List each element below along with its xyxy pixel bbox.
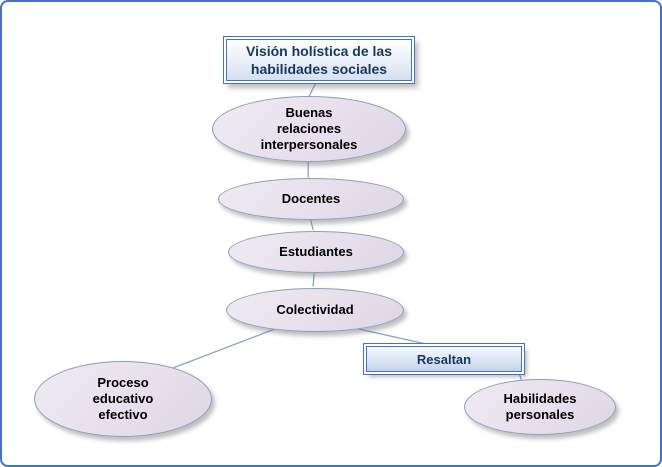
node-label: Habilidades personales — [503, 390, 577, 422]
node-colectividad: Colectividad — [226, 288, 404, 332]
connector-title-buenas — [308, 80, 318, 97]
node-docentes: Docentes — [218, 178, 404, 220]
node-proceso-educativo: Proceso educativo efectivo — [34, 361, 212, 437]
node-resaltan: Resaltan — [366, 346, 522, 372]
node-habilidades-personales: Habilidades personales — [464, 379, 616, 435]
node-buenas-relaciones: Buenas relaciones interpersonales — [212, 96, 406, 162]
node-label: Resaltan — [416, 351, 472, 367]
node-label: Proceso educativo efectivo — [92, 374, 154, 423]
node-label: Colectividad — [276, 301, 354, 317]
node-label: Buenas relaciones interpersonales — [260, 104, 358, 153]
connector-docentes-estudiantes — [309, 217, 314, 231]
connector-colectividad-proceso — [173, 323, 288, 369]
node-label: Estudiantes — [279, 243, 353, 259]
title-box: Visión holística de las habilidades soci… — [226, 39, 412, 81]
node-label: Docentes — [281, 190, 341, 206]
title-text: Visión holística de las habilidades soci… — [245, 42, 392, 77]
node-estudiantes: Estudiantes — [228, 231, 404, 273]
connector-estudiantes-colectividad — [312, 270, 315, 287]
